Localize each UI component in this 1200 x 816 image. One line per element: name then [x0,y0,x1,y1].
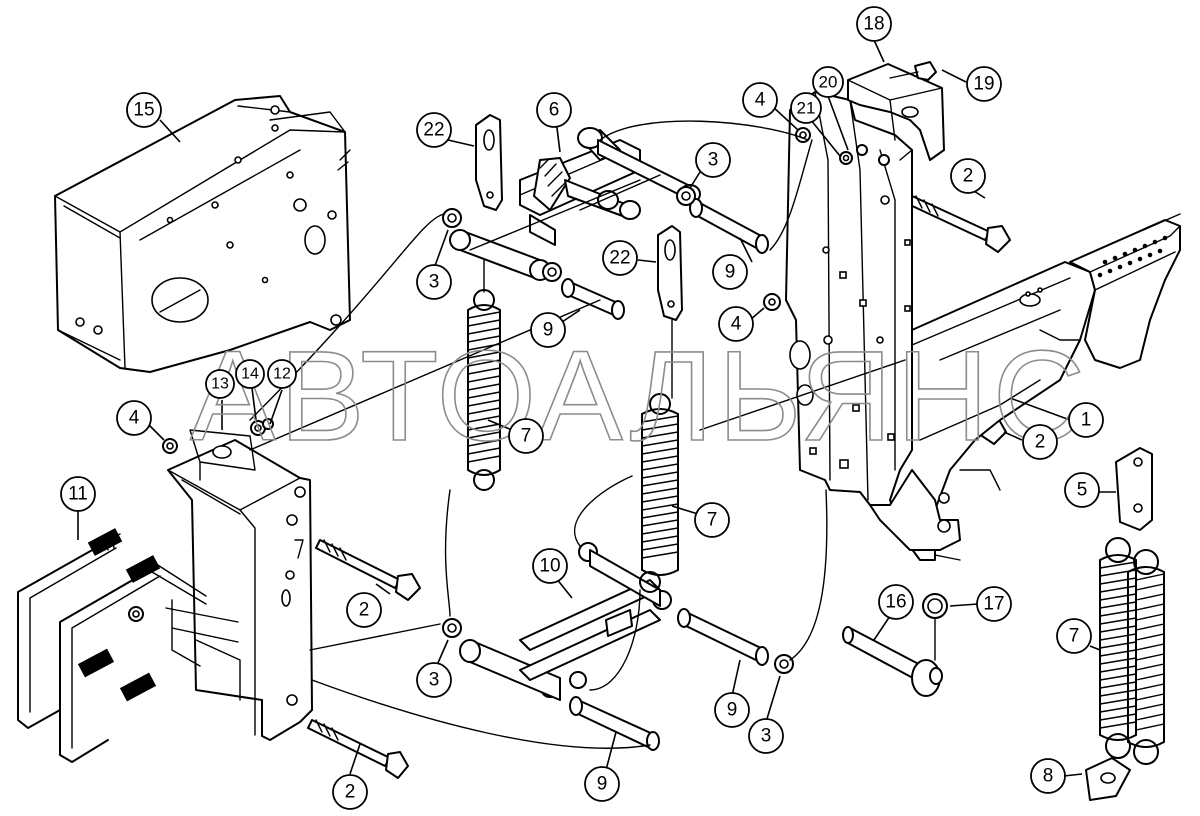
callout-label: 16 [885,592,906,613]
callout-17: 17 [976,586,1012,622]
callout-13: 13 [205,369,235,399]
callout-label: 9 [543,320,554,341]
part-11-u-bolts [17,528,239,763]
callout-label: 4 [731,314,742,335]
callout-3-a: 3 [416,264,452,300]
callout-12: 12 [267,359,297,389]
callout-10: 10 [532,548,568,584]
callout-label: 21 [797,99,816,118]
callout-6: 6 [536,92,572,128]
callout-label: 2 [963,166,974,187]
callout-label: 13 [211,376,229,393]
callout-2-d: 2 [332,774,368,810]
part-13-mounting-bracket [167,429,313,741]
callout-4-a: 4 [742,82,778,118]
part-5-and-8-brackets [1085,447,1153,801]
callout-label: 18 [863,14,884,35]
callout-label: 8 [1043,766,1054,787]
callout-7-c: 7 [1056,618,1092,654]
callout-label: 3 [708,150,719,171]
callout-label: 15 [133,100,154,121]
part-9-sleeves [561,198,769,751]
callout-label: 7 [521,426,532,447]
part-18-top-bracket [847,61,945,161]
callout-18: 18 [856,6,892,42]
callout-8: 8 [1030,758,1066,794]
callout-label: 1 [1081,410,1092,431]
callout-label: 2 [345,782,356,803]
callout-19: 19 [966,66,1002,102]
callout-22-a: 22 [416,112,452,148]
callout-label: 14 [241,366,259,383]
callout-15: 15 [126,92,162,128]
callout-9-c: 9 [714,692,750,728]
callout-4-c: 4 [116,400,152,436]
callout-2-c: 2 [346,592,382,628]
callout-label: 6 [549,100,560,121]
callout-21: 21 [790,92,822,124]
callout-label: 9 [597,774,608,795]
callout-1: 1 [1068,402,1104,438]
callout-label: 3 [429,670,440,691]
callout-label: 17 [983,594,1004,615]
callout-2-a: 2 [950,158,986,194]
callout-5: 5 [1064,472,1100,508]
callouts: 1 2 2 2 2 3 3 3 3 4 4 4 5 6 7 7 7 8 9 9 … [60,6,1104,810]
part-16-17-pins [842,593,948,697]
callout-label: 5 [1077,480,1088,501]
callout-7-a: 7 [508,418,544,454]
callout-label: 10 [539,556,560,577]
callout-label: 9 [725,262,736,283]
callout-4-b: 4 [718,306,754,342]
callout-label: 4 [129,408,140,429]
watermark-text: АВТОАЛЬЯНС [190,325,1089,468]
callout-14: 14 [235,359,265,389]
callout-11: 11 [60,476,96,512]
callout-9-d: 9 [584,766,620,802]
callout-7-b: 7 [694,502,730,538]
callout-label: 3 [429,272,440,293]
callout-label: 22 [423,120,444,141]
callout-label: 3 [761,726,772,747]
callout-label: 2 [359,600,370,621]
part-10-lower-link [459,549,661,701]
callout-label: 12 [273,366,291,383]
callout-3-d: 3 [748,718,784,754]
callout-20: 20 [812,66,844,98]
callout-label: 9 [727,700,738,721]
callout-16: 16 [878,584,914,620]
part-22-hook-plates [475,114,683,321]
callout-label: 7 [707,510,718,531]
callout-label: 22 [609,248,630,269]
callout-label: 19 [973,74,994,95]
callout-3-b: 3 [695,142,731,178]
callout-label: 7 [1069,626,1080,647]
part-6-upper-link [519,127,701,246]
part-7-springs [467,289,1165,765]
callout-22-b: 22 [602,240,638,276]
callout-9-b: 9 [712,254,748,290]
part-15-rear-bracket [54,95,351,373]
callout-9-a: 9 [530,312,566,348]
callout-3-c: 3 [416,662,452,698]
callout-label: 11 [68,484,88,505]
callout-2-b: 2 [1022,424,1058,460]
callout-label: 2 [1035,432,1046,453]
callout-label: 4 [755,90,766,111]
callout-label: 20 [819,73,838,92]
